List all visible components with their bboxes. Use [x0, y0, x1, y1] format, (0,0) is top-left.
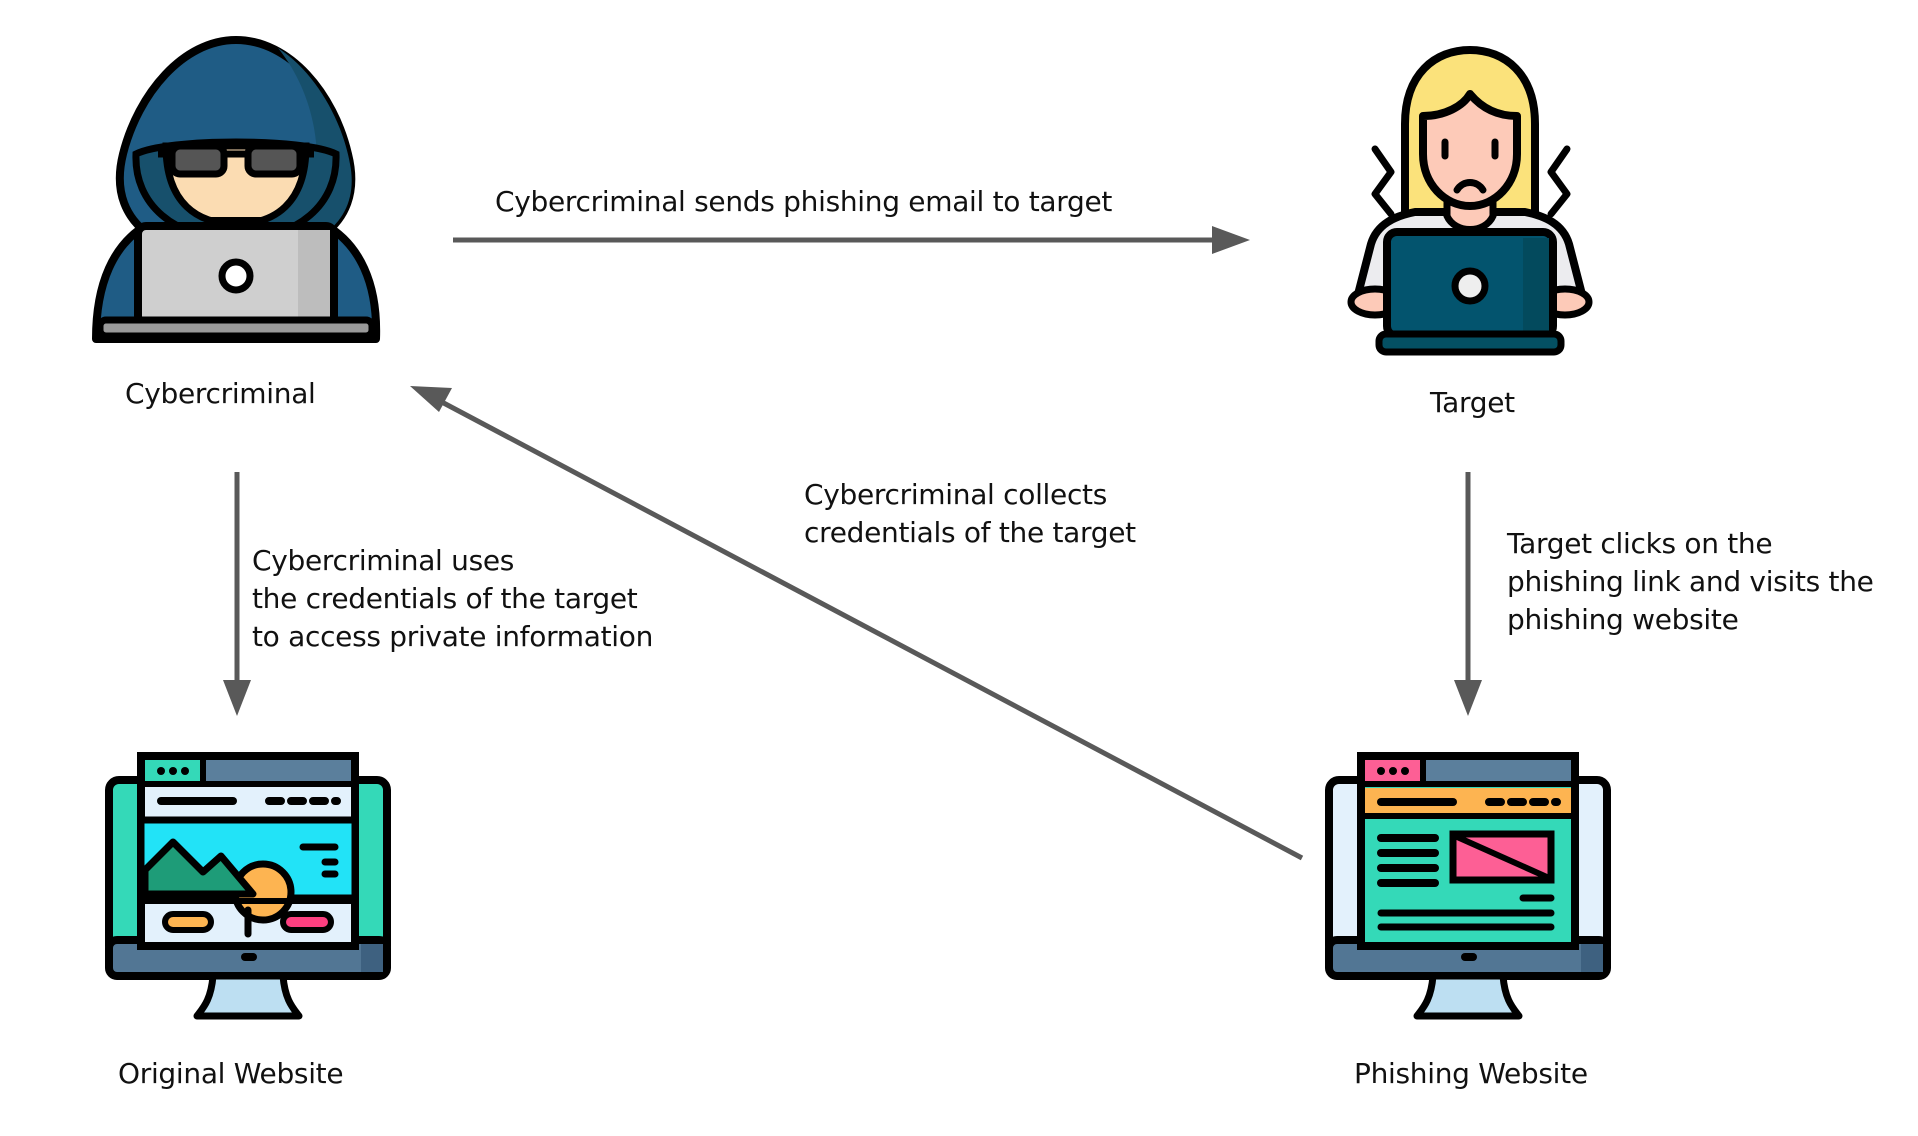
arrow-collect-credentials — [410, 386, 1304, 861]
target-label: Target — [1430, 386, 1515, 419]
caption-line: to access private information — [252, 620, 654, 653]
arrow-use-credentials — [223, 472, 251, 716]
stressed-woman-with-laptop-icon — [1347, 46, 1593, 356]
caption-line: Cybercriminal sends phishing email to ta… — [495, 185, 1113, 218]
caption-line: phishing website — [1507, 603, 1739, 636]
phishing-website-label: Phishing Website — [1354, 1057, 1588, 1090]
arrow-click-link — [1454, 472, 1482, 716]
original-website-label: Original Website — [118, 1057, 344, 1090]
caption-line: Cybercriminal collects — [804, 478, 1108, 511]
caption-line: phishing link and visits the — [1507, 565, 1874, 598]
hacker-with-laptop-icon — [92, 36, 381, 343]
collect-credentials-caption: Cybercriminal collects credentials of th… — [804, 476, 1136, 552]
caption-line: Target clicks on the — [1507, 527, 1773, 560]
monitor-phishing-website-icon — [1325, 752, 1611, 1020]
caption-line: Cybercriminal uses — [252, 544, 515, 577]
arrow-send-email — [453, 226, 1250, 254]
click-link-caption: Target clicks on the phishing link and v… — [1507, 525, 1874, 639]
cybercriminal-label: Cybercriminal — [125, 377, 316, 410]
caption-line: the credentials of the target — [252, 582, 638, 615]
use-credentials-caption: Cybercriminal uses the credentials of th… — [252, 542, 653, 656]
monitor-original-website-icon — [105, 752, 391, 1020]
send-email-caption: Cybercriminal sends phishing email to ta… — [495, 183, 1112, 221]
caption-line: credentials of the target — [804, 516, 1136, 549]
